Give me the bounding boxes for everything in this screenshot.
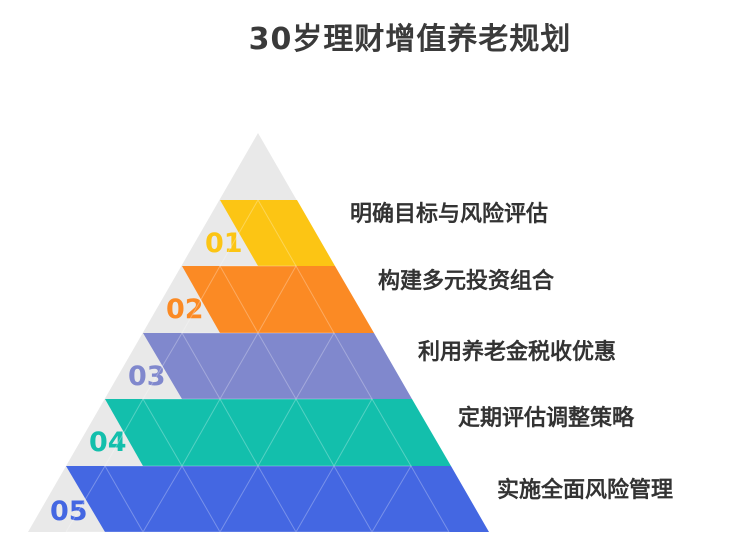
layer-band-4 (105, 399, 451, 466)
pyramid-layer-2: 02 构建多元投资组合 (166, 266, 555, 333)
layer-number-1: 01 (205, 228, 243, 259)
layer-label-2: 构建多元投资组合 (378, 268, 555, 294)
pyramid-layer-4: 04 定期评估调整策略 (89, 399, 635, 466)
layer-number-3: 03 (128, 361, 166, 392)
layer-label-1: 明确目标与风险评估 (350, 201, 548, 227)
pyramid-layer-3: 03 利用养老金税收优惠 (128, 333, 616, 399)
layer-band-1 (220, 200, 335, 266)
pyramid-layer-1: 01 明确目标与风险评估 (205, 200, 548, 266)
layer-number-5: 05 (50, 496, 88, 527)
layer-label-5: 实施全面风险管理 (497, 477, 673, 503)
page-title: 30岁理财增值养老规划 (248, 22, 572, 57)
layer-label-4: 定期评估调整策略 (458, 405, 635, 431)
layer-band-3 (143, 333, 412, 399)
layer-number-2: 02 (166, 294, 204, 325)
layer-band-5 (66, 466, 489, 532)
pyramid-layer-5: 05 实施全面风险管理 (50, 466, 673, 532)
pyramid-grid (65, 198, 450, 533)
layer-band-2 (182, 266, 374, 333)
layer-number-4: 04 (89, 427, 127, 458)
layer-label-3: 利用养老金税收优惠 (418, 339, 616, 365)
